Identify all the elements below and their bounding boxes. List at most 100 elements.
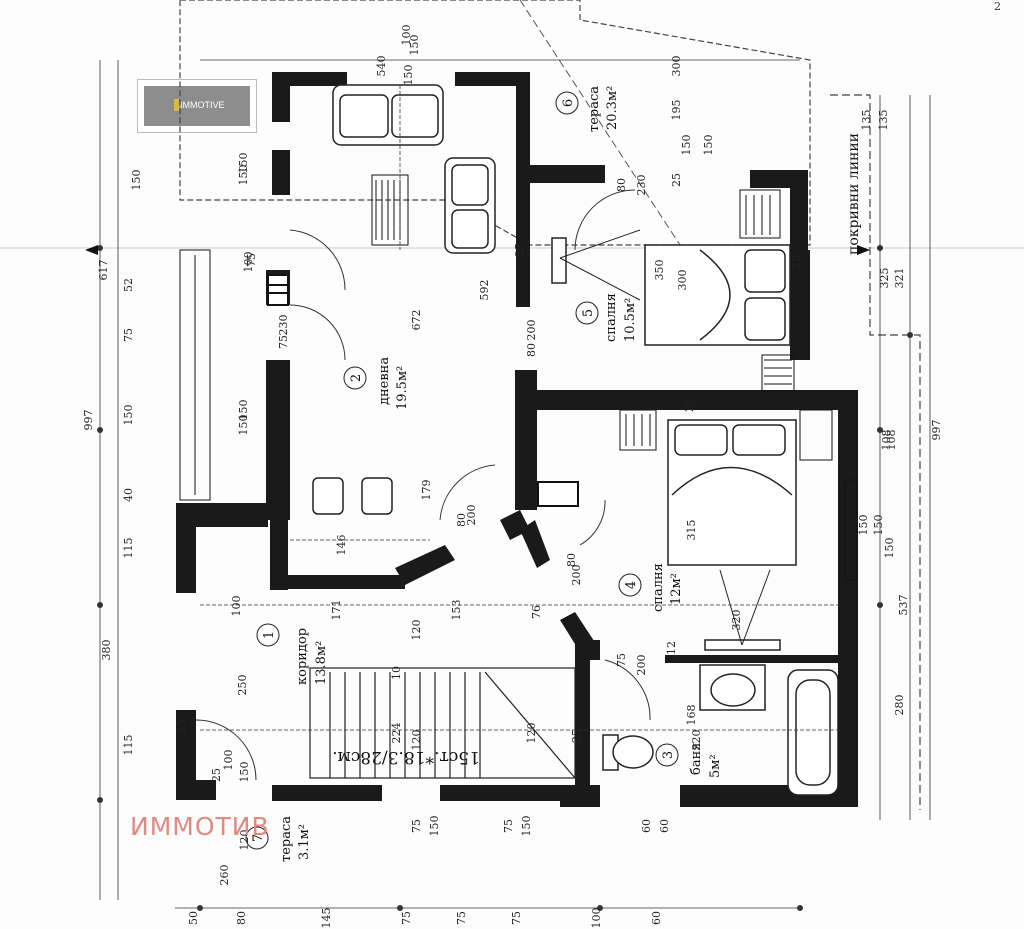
dimension-label-right-7: 537 xyxy=(897,595,910,616)
dimension-label-interior-17: 25 xyxy=(683,398,696,412)
diagonal-wall-4 xyxy=(500,510,530,540)
dimension-label-interior-52: 75 xyxy=(502,819,515,833)
dimension-label-left-4: 75 xyxy=(122,328,135,342)
dimension-label-interior-46: 100 xyxy=(222,750,235,771)
room-3-number: 3 xyxy=(661,751,676,759)
dimension-label-interior-58: 100 xyxy=(242,252,255,273)
dimension-label-bottom-1: 80 xyxy=(235,911,248,925)
diagonal-wall-2 xyxy=(520,520,550,568)
dimension-label-interior-12: 230 xyxy=(635,175,648,196)
staircase xyxy=(309,667,576,779)
dimension-label-interior-7: 672 xyxy=(410,310,423,331)
room-6-area: 20.3м² xyxy=(605,86,620,130)
roof-diagonal xyxy=(519,0,681,246)
dimension-label-left-6: 40 xyxy=(122,488,135,502)
dimension-label-interior-28: 200 xyxy=(570,565,583,586)
dimension-label-top-3: 150 xyxy=(402,65,415,86)
dimension-label-interior-16: 300 xyxy=(676,270,689,291)
dimension-label-left-8: 380 xyxy=(100,640,113,661)
dimension-label-interior-31: 150 xyxy=(872,515,885,536)
bathroom-fixtures xyxy=(602,664,839,796)
dimension-label-interior-54: 60 xyxy=(640,819,653,833)
dimension-lines xyxy=(99,59,931,909)
dimension-label-left-9: 115 xyxy=(122,735,135,756)
room-2-label: 2 дневна 19.5м² xyxy=(349,357,410,410)
dimension-label-left-7: 115 xyxy=(122,538,135,559)
room-4-label: 4 спалня 12м² xyxy=(624,563,684,612)
dimension-label-interior-11: 80 xyxy=(615,178,628,192)
window-hatch xyxy=(179,174,858,581)
room-3-name: баня xyxy=(689,743,704,775)
dimension-label-interior-26: 76 xyxy=(530,605,543,619)
dimension-label-interior-48: 150 xyxy=(238,762,251,783)
room-6-label: 6 тераса 20.3м² xyxy=(561,86,620,132)
dimension-label-right-4: 321 xyxy=(893,268,906,289)
room-1-area: 13.8м² xyxy=(314,641,329,685)
sofa xyxy=(332,84,496,254)
dimension-label-right-8: 280 xyxy=(893,695,906,716)
stair-note: 15ст.*18.3/28см. xyxy=(332,747,480,767)
brand-logo: IMMOTIVE xyxy=(137,79,257,133)
dimension-label-interior-4: 75 xyxy=(277,335,290,349)
dimension-label-interior-1: 150 xyxy=(237,165,250,186)
dimension-label-interior-43: 25 xyxy=(570,729,583,743)
room-1-name: коридор xyxy=(295,628,310,685)
dimension-label-left-5: 150 xyxy=(122,405,135,426)
dimension-label-interior-49: 120 xyxy=(238,830,251,851)
dimension-label-bottom-2: 145 xyxy=(320,908,333,929)
dimension-label-top-4: 300 xyxy=(670,56,683,77)
dimension-label-interior-22: 146 xyxy=(335,535,348,556)
watermark: ИММОТИВ xyxy=(130,812,270,841)
dimension-label-top-5: 195 xyxy=(670,100,683,121)
dimension-label-interior-51: 150 xyxy=(428,816,441,837)
dimension-label-interior-10: 80 xyxy=(525,343,538,357)
dimension-label-interior-6: 150 xyxy=(237,415,250,436)
dimension-label-interior-40: 224 xyxy=(390,723,403,744)
room-1-number: 1 xyxy=(262,631,277,639)
logo-text: IMMOTIVE xyxy=(180,100,225,110)
dimension-label-interior-59: 25 xyxy=(513,243,526,257)
dimension-label-interior-18: 25 xyxy=(670,173,683,187)
dimension-label-right-5: 108 xyxy=(880,430,893,451)
dimension-label-interior-50: 75 xyxy=(410,819,423,833)
dimension-label-interior-56: 260 xyxy=(218,865,231,886)
door-swings xyxy=(195,189,651,781)
dimension-label-interior-55: 60 xyxy=(658,819,671,833)
roof-lines-label: покривни линии xyxy=(846,133,862,255)
room-5-label: 5 спалня 10.5м² xyxy=(581,293,638,342)
room-2-number: 2 xyxy=(349,374,364,382)
terrace-6-outline xyxy=(179,0,811,246)
dimension-label-interior-53: 150 xyxy=(520,816,533,837)
dimension-label-interior-45: 320 xyxy=(690,730,703,751)
dimension-label-interior-5: 150 xyxy=(237,400,250,421)
dimension-label-interior-24: 100 xyxy=(230,596,243,617)
dimension-label-interior-30: 315 xyxy=(685,520,698,541)
dimension-label-interior-2: 75 xyxy=(245,253,258,267)
room-1-label: 1 коридор 13.8м² xyxy=(262,628,329,685)
dimension-label-right-1: 135 xyxy=(860,110,873,131)
dimension-label-bottom-5: 75 xyxy=(510,911,523,925)
dimension-label-right-2: 135 xyxy=(877,110,890,131)
room-3-area: 5м² xyxy=(708,754,723,778)
bed-bedroom-4 xyxy=(667,419,797,566)
dimension-label-interior-19: 179 xyxy=(420,480,433,501)
dimension-label-bottom-0: 50 xyxy=(187,911,200,925)
dimension-label-interior-14: 150 xyxy=(702,135,715,156)
dimension-label-interior-34: 75 xyxy=(615,653,628,667)
room-6-number: 6 xyxy=(561,99,576,107)
diagonal-wall-3 xyxy=(560,612,600,660)
room-7-number: 7 xyxy=(251,834,266,842)
room-2-area: 19.5м² xyxy=(395,366,410,410)
room-5-name: спалня xyxy=(604,293,619,342)
room-4-area: 12м² xyxy=(669,573,684,605)
dimension-label-interior-35: 200 xyxy=(635,655,648,676)
dimension-label-left-0: 997 xyxy=(82,410,95,431)
dimension-label-interior-33: 320 xyxy=(730,610,743,631)
dimension-label-top-2: 100 xyxy=(400,25,413,46)
chairs xyxy=(312,477,393,515)
logo-mark-icon xyxy=(174,99,179,111)
dimension-label-interior-23: 171 xyxy=(330,600,343,621)
dimension-label-interior-42: 120 xyxy=(410,730,423,751)
